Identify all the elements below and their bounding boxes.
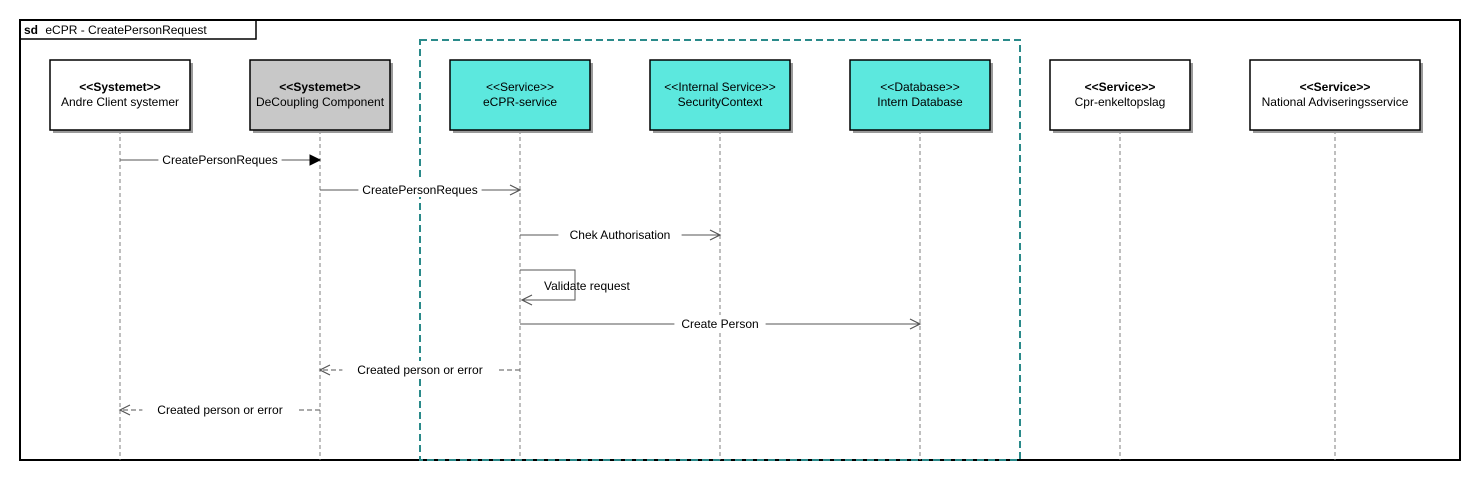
message-created-person-or-error: Created person or error: [118, 401, 320, 417]
messages: CreatePersonRequesCreatePersonRequesChek…: [118, 151, 922, 417]
participant-name: Intern Database: [877, 95, 963, 109]
message-label: Validate request: [544, 279, 631, 293]
message-label: Created person or error: [357, 363, 482, 377]
participant-stereotype: <<Systemet>>: [79, 80, 160, 94]
participant-box: [649, 59, 791, 131]
arrowhead-open: [909, 318, 922, 330]
message-label: Create Person: [681, 317, 758, 331]
lifelines: [119, 130, 1336, 460]
participant-box: [1049, 59, 1191, 131]
participant-box: [849, 59, 991, 131]
participant-box: [249, 59, 391, 131]
message-label: Chek Authorisation: [570, 228, 671, 242]
message-chek-authorisation: Chek Authorisation: [520, 226, 722, 242]
participant-stereotype: <<Service>>: [1085, 80, 1156, 94]
service-boundary: [419, 39, 1021, 461]
frame-title-tab: [20, 19, 257, 40]
participant-box: [449, 59, 591, 131]
message-createpersonreques: CreatePersonReques: [120, 151, 322, 167]
message-validate-request: Validate request: [520, 269, 631, 306]
frame-name: eCPR - CreatePersonRequest: [45, 23, 207, 37]
participant-decoupling-component: <<Systemet>>DeCoupling Component: [249, 59, 393, 133]
participant-ecpr-service: <<Service>>eCPR-service: [449, 59, 593, 133]
participant-name: DeCoupling Component: [256, 95, 385, 109]
arrowhead-open: [118, 404, 131, 416]
message-createpersonreques: CreatePersonReques: [320, 181, 522, 197]
participant-name: eCPR-service: [483, 95, 557, 109]
message-label-bg: [674, 315, 766, 331]
participant-national-adviseringsservice: <<Service>>National Adviseringsservice: [1249, 59, 1423, 133]
participant-stereotype: <<Internal Service>>: [664, 80, 775, 94]
arrowhead-open: [520, 294, 533, 306]
participant-name: Cpr-enkeltopslag: [1075, 95, 1166, 109]
arrowhead-open: [318, 364, 331, 376]
participant-securitycontext: <<Internal Service>>SecurityContext: [649, 59, 793, 133]
participant-stereotype: <<Database>>: [880, 80, 959, 94]
message-label: CreatePersonReques: [162, 153, 277, 167]
participant-name: National Adviseringsservice: [1262, 95, 1409, 109]
message-label: CreatePersonReques: [362, 183, 477, 197]
participant-name: Andre Client systemer: [61, 95, 179, 109]
message-created-person-or-error: Created person or error: [318, 361, 520, 377]
participant-box: [49, 59, 191, 131]
participants: <<Systemet>>Andre Client systemer<<Syste…: [49, 59, 1423, 133]
participant-name: SecurityContext: [678, 95, 763, 109]
arrowhead-filled: [309, 154, 322, 166]
participant-intern-database: <<Database>>Intern Database: [849, 59, 993, 133]
message-label: Created person or error: [157, 403, 282, 417]
message-label-bg: [142, 401, 298, 417]
frame-keyword: sd: [24, 23, 38, 37]
participant-stereotype: <<Systemet>>: [279, 80, 360, 94]
message-label-bg: [158, 151, 282, 167]
participant-cpr-enkeltopslag: <<Service>>Cpr-enkeltopslag: [1049, 59, 1193, 133]
message-label-bg: [342, 361, 498, 377]
message-label-bg: [358, 181, 482, 197]
self-message-line: [520, 269, 576, 301]
participant-stereotype: <<Service>>: [1300, 80, 1371, 94]
message-label-bg: [558, 226, 682, 242]
arrowhead-open: [509, 184, 522, 196]
message-create-person: Create Person: [520, 315, 922, 331]
arrowhead-open: [709, 229, 722, 241]
participant-stereotype: <<Service>>: [486, 80, 554, 94]
participant-box: [1249, 59, 1421, 131]
frame-title: sd eCPR - CreatePersonRequest: [24, 23, 207, 37]
participant-andre-client-systemer: <<Systemet>>Andre Client systemer: [49, 59, 193, 133]
